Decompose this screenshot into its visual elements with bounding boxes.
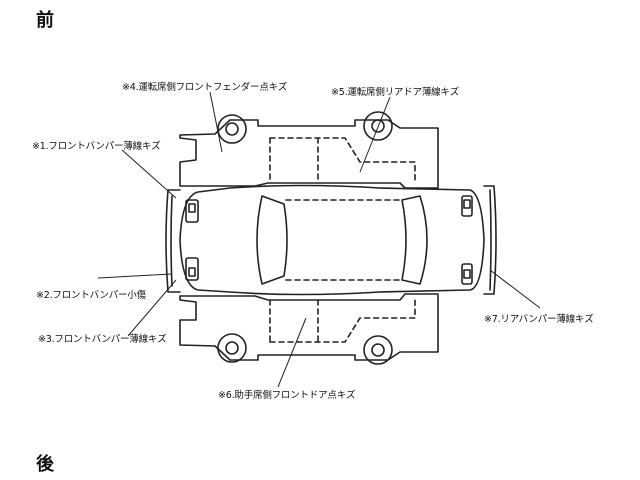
leader-7 (489, 269, 541, 309)
leader-3 (127, 279, 177, 337)
damage-note-3: ※3.フロントバンパー薄線キズ (38, 334, 167, 345)
leader-6 (277, 317, 307, 388)
roof-dashed (285, 199, 401, 281)
car-body-top-view (179, 184, 485, 296)
leader-2 (97, 273, 173, 279)
front-label: 前 (36, 10, 54, 31)
top-side-panel (179, 119, 439, 189)
damage-note-4: ※4.運転席側フロントフェンダー点キズ (122, 82, 288, 93)
damage-note-6: ※6.助手席側フロントドア点キズ (218, 390, 356, 401)
rear-label: 後 (36, 454, 54, 475)
leader-4 (209, 91, 223, 153)
top-rear-wheel (363, 111, 393, 141)
damage-note-7: ※7.リアバンパー薄線キズ (484, 314, 594, 325)
front-bumper (165, 189, 181, 293)
damage-note-2: ※2.フロントバンパー小傷 (36, 290, 146, 301)
bottom-rear-wheel (363, 335, 393, 365)
rear-light-bottom (461, 263, 473, 285)
damage-note-1: ※1.フロントバンパー薄線キズ (32, 141, 161, 152)
windshield (256, 195, 288, 285)
front-headlight-bottom (185, 257, 199, 281)
rear-window (401, 195, 428, 285)
leader-lines (97, 91, 541, 388)
damage-note-5: ※5.運転席側リアドア薄線キズ (331, 87, 460, 98)
bottom-front-wheel (217, 333, 247, 363)
bottom-side-panel (179, 293, 439, 361)
top-doors-dashed (269, 137, 416, 183)
front-headlight-top (185, 199, 199, 223)
leader-5 (359, 96, 391, 173)
leader-1 (121, 149, 177, 199)
rear-light-top (461, 195, 473, 217)
rear-bumper (483, 185, 497, 295)
top-front-wheel (217, 114, 247, 144)
bottom-doors-dashed (269, 299, 416, 343)
